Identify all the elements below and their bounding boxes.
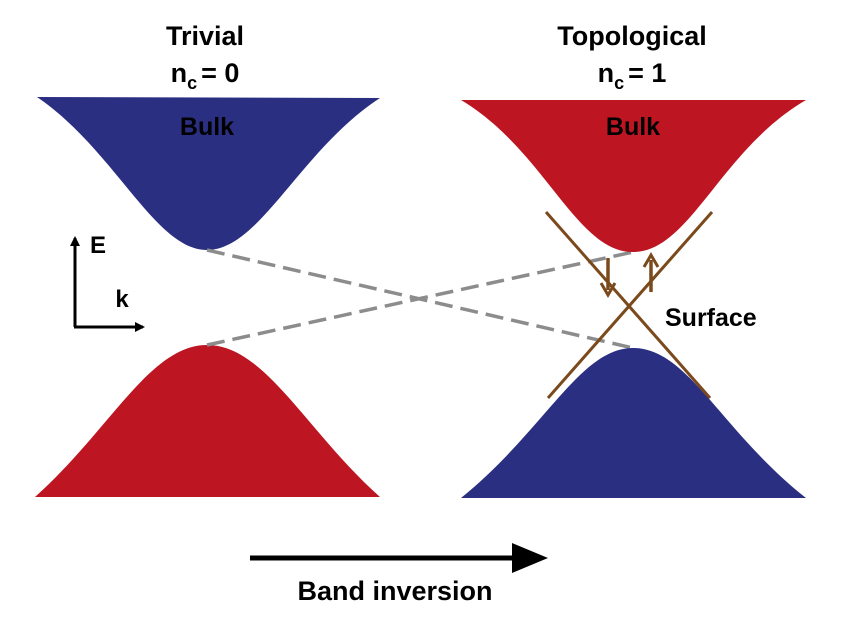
left-bulk-label: Bulk [180,113,234,141]
band-inversion-arrowhead [512,543,548,573]
surface-state-right-branch [546,211,714,399]
spin-up-icon [642,252,660,292]
right-invariant-symbol: n [598,58,615,88]
momentum-axis-label: k [115,286,129,313]
energy-axis-label: E [90,232,106,259]
right-valence-band [461,348,806,498]
left-invariant-value: = 0 [201,58,239,88]
left-valence-band [35,345,380,497]
left-invariant: nc= 0 [171,58,240,93]
band-inversion-label: Band inversion [297,576,492,606]
right-title: Topological [557,21,707,51]
right-bulk-label: Bulk [606,113,660,141]
left-invariant-symbol: n [171,58,188,88]
left-conduction-band [37,97,380,250]
right-invariant-value: = 1 [628,58,666,88]
surface-state-left-branch [544,211,712,399]
surface-label: Surface [665,304,757,332]
left-invariant-subscript: c [187,73,197,93]
right-invariant: nc= 1 [598,58,667,93]
dashed-guide-valence [206,250,634,347]
right-invariant-subscript: c [614,73,624,93]
spin-down-icon [599,258,617,298]
left-title: Trivial [166,21,244,51]
right-conduction-band [461,100,806,252]
